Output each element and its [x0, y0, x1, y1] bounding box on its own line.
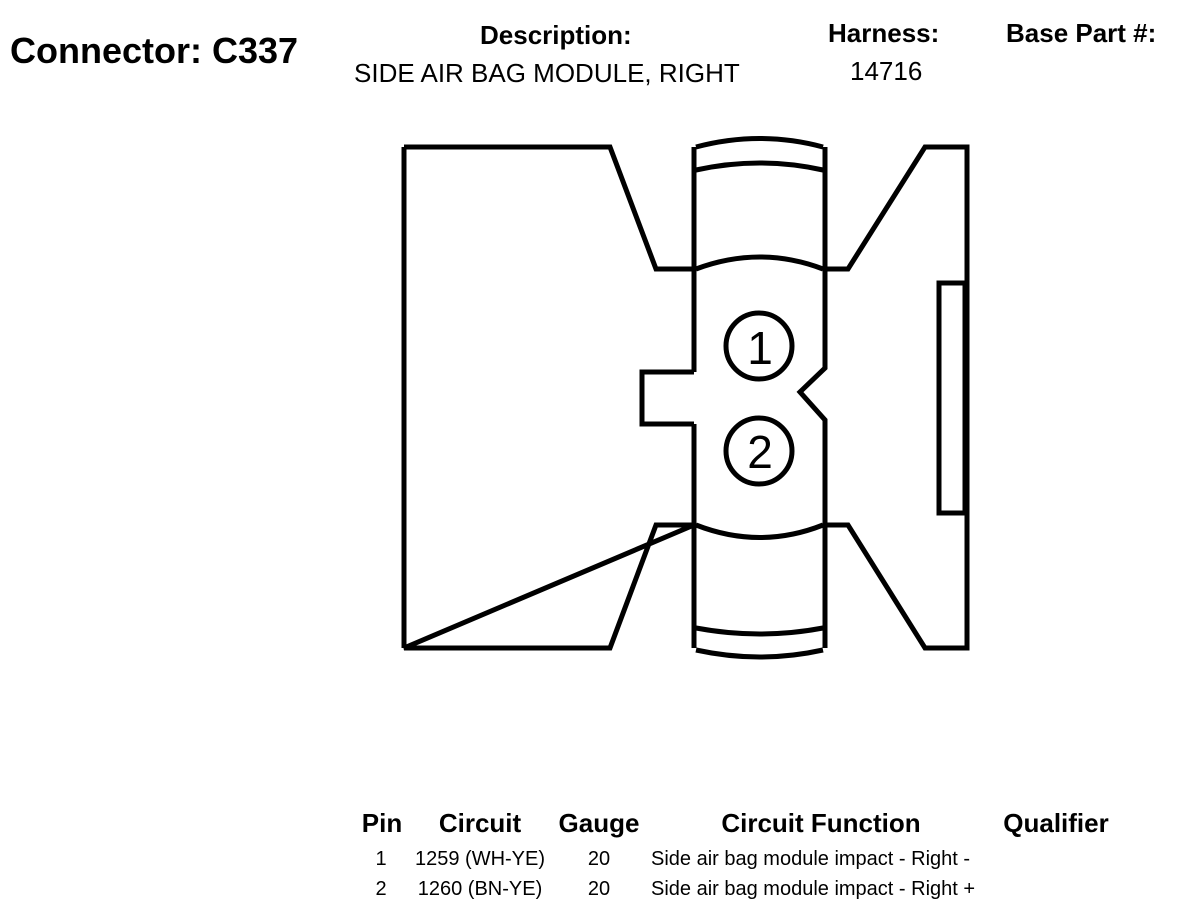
header-circuit-function: Circuit Function	[721, 808, 921, 838]
row-1-pin: 1	[375, 848, 387, 870]
pin-1-label: 1	[747, 322, 773, 374]
left-housing	[401, 144, 695, 651]
header-gauge: Gauge	[558, 808, 640, 838]
center-body	[691, 147, 828, 648]
top-cap	[695, 136, 824, 150]
harness-value: 14716	[850, 56, 923, 86]
header-circuit: Circuit	[438, 808, 522, 838]
header-pin: Pin	[361, 808, 403, 838]
row-1-function: Side air bag module impact - Right -	[651, 848, 971, 870]
row-2-circuit: 1260 (BN-YE)	[417, 878, 543, 900]
pin-1-circle	[723, 310, 795, 382]
row-1-circuit: 1259 (WH-YE)	[414, 848, 546, 870]
row-2-pin: 2	[375, 878, 387, 900]
latch-tab	[639, 369, 694, 427]
description-label: Description:	[480, 20, 632, 50]
pin-2-label: 2	[747, 426, 773, 478]
row-1-gauge: 20	[587, 848, 611, 870]
pin-2-circle	[723, 415, 795, 487]
bottom-cap	[695, 522, 824, 540]
header-qualifier: Qualifier	[1003, 808, 1109, 838]
base-part-label: Base Part #:	[1006, 18, 1157, 48]
row-2-gauge: 20	[587, 878, 611, 900]
description-value: SIDE AIR BAG MODULE, RIGHT	[354, 58, 740, 88]
row-2-function: Side air bag module impact - Right +	[651, 878, 976, 900]
connector-title: Connector: C337	[10, 30, 299, 71]
harness-label: Harness:	[828, 18, 940, 48]
side-rail	[936, 280, 968, 516]
